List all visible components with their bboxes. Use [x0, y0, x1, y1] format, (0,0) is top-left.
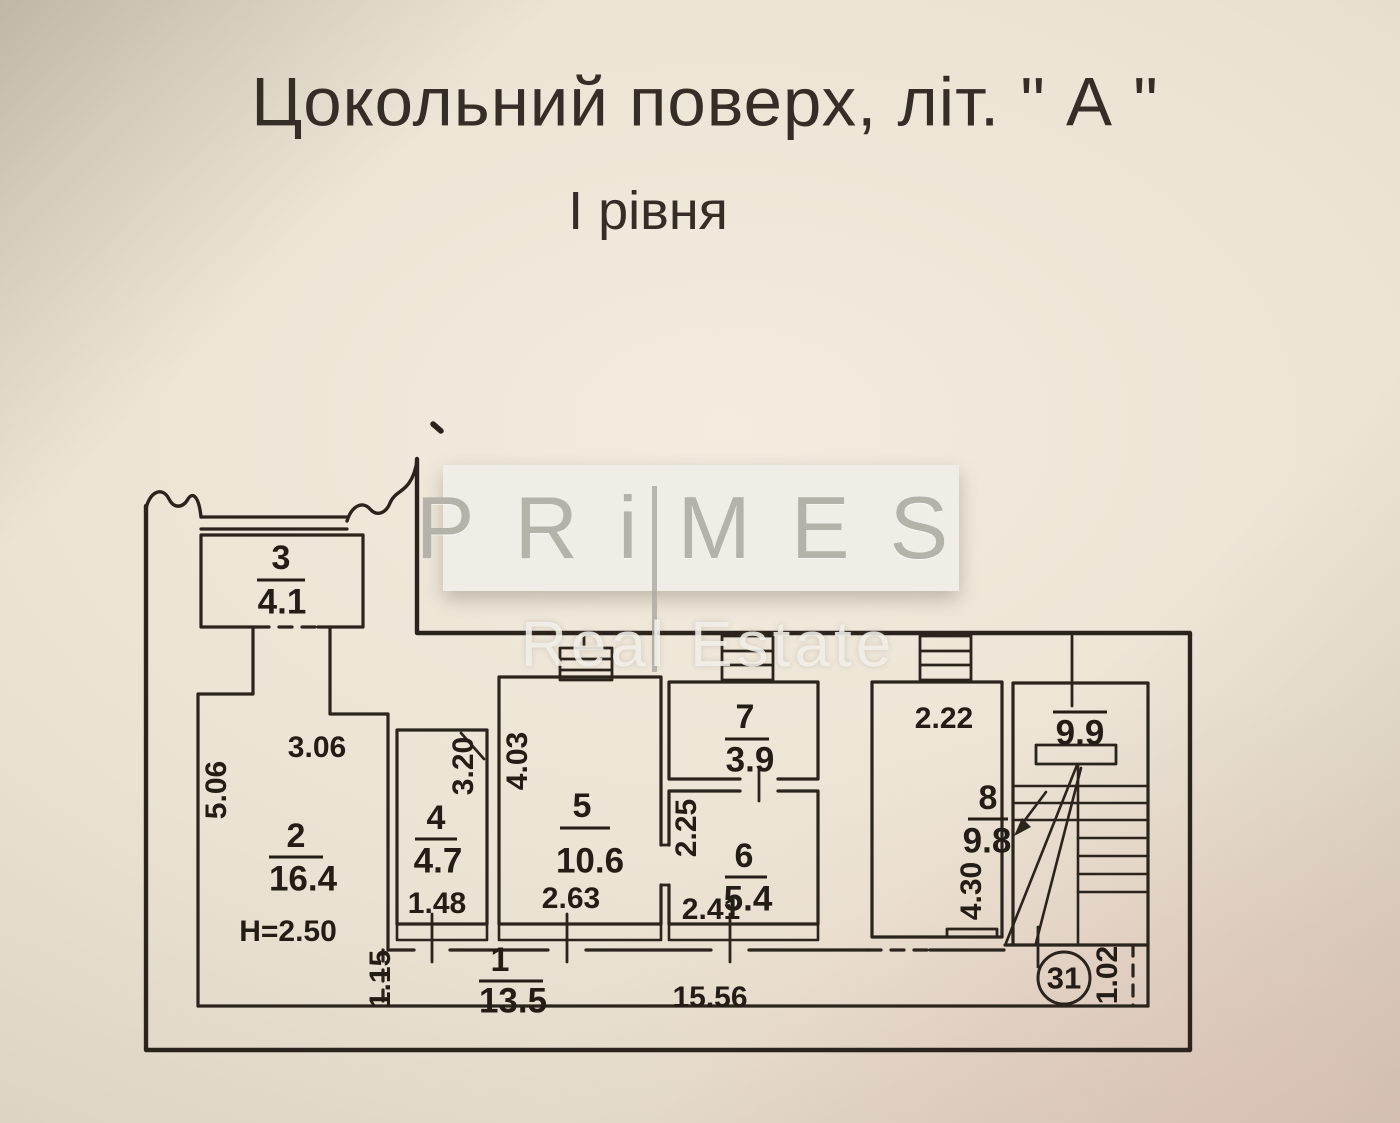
room-5-area: 10.6	[555, 841, 625, 881]
stair-enclosure	[1011, 681, 1150, 1008]
room-7-fraction-bar	[725, 737, 769, 741]
dim-stair-exit-width: 1.02	[1091, 945, 1124, 1005]
stair-direction-arrow	[1020, 790, 1048, 826]
wall-above-room3	[199, 515, 349, 531]
dim-room8-width: 2.22	[914, 702, 974, 735]
stair-landing	[1034, 743, 1118, 766]
room-6-area: 5.4	[723, 879, 773, 919]
corridor-number: 1	[490, 941, 510, 979]
room-3-area: 4.1	[257, 582, 307, 622]
corridor-fraction-bar	[479, 979, 543, 983]
vent-shaft-room7	[720, 634, 775, 682]
room-2-area: 16.4	[268, 859, 338, 899]
room-3-outline	[199, 533, 365, 629]
room-2-right-wall	[328, 625, 390, 952]
ceiling-height-note: H=2.50	[239, 915, 337, 948]
stair-treads-lower	[1076, 836, 1150, 894]
dim-room2-width: 3.06	[287, 731, 347, 764]
room-8-bottom-step	[945, 927, 999, 939]
room-8-area: 9.8	[962, 821, 1012, 861]
room-4-number: 4	[426, 799, 446, 837]
node-31-label: 31	[1046, 960, 1082, 996]
watermark-brand: PRiMES	[415, 478, 989, 577]
room-6-fraction-bar	[725, 875, 767, 879]
dim-room8-depth: 4.30	[955, 861, 988, 921]
vent-shaft-room8	[918, 634, 973, 682]
vent-shaft-room5	[558, 631, 614, 682]
room-5-fraction-bar	[560, 826, 610, 830]
room-5-number: 5	[572, 787, 592, 825]
room-8-outline	[870, 680, 1004, 939]
dim-corridor-length: 15.56	[672, 981, 748, 1014]
room-4-fraction-bar	[415, 837, 457, 841]
break-line-squiggle-right	[345, 458, 419, 523]
watermark-tagline: Real Estate	[520, 608, 896, 680]
dim-room6-depth: 2.25	[670, 798, 703, 858]
stair-treads-upper	[1011, 784, 1150, 822]
break-tick	[430, 421, 444, 434]
room-6-threshold	[667, 922, 820, 942]
room-7-area: 3.9	[725, 740, 775, 780]
dim-room5-width: 2.63	[541, 882, 601, 915]
dim-room4-width: 1.48	[407, 887, 467, 920]
stair-area-label: 9.9	[1055, 713, 1105, 753]
break-line-squiggle-left	[144, 490, 203, 519]
room-8-number: 8	[978, 779, 998, 817]
room-4-outline	[395, 728, 489, 926]
dim-room6-width: 2.41	[681, 893, 741, 926]
room-7-number: 7	[735, 698, 755, 736]
page-title: Цокольний поверх, літ. " А "	[251, 63, 1159, 141]
watermark-i-stem	[652, 486, 657, 672]
outer-wall	[143, 456, 1193, 1053]
room-3-fraction-bar	[257, 578, 305, 582]
door-ticks	[430, 912, 732, 964]
dim-room4-depth: 3.20	[447, 736, 480, 796]
dim-room2-depth: 5.06	[200, 760, 233, 820]
room-2-fraction-bar	[269, 855, 323, 859]
dim-room5-depth: 4.03	[501, 731, 534, 791]
room-6-outline	[667, 789, 820, 926]
page-subtitle: І рівня	[568, 181, 728, 241]
room-2-left-wall	[196, 625, 255, 1008]
stair-diagonals	[1004, 763, 1083, 945]
room-8-fraction-bar	[968, 817, 1008, 821]
watermark-box	[443, 465, 959, 591]
room-4-threshold	[395, 922, 489, 942]
room-2-number: 2	[286, 817, 306, 855]
stair-arrow-head	[1014, 818, 1031, 836]
room-6-number: 6	[734, 837, 754, 875]
room-4-area: 4.7	[413, 841, 463, 881]
room-3-number: 3	[271, 539, 291, 577]
room-5-threshold	[497, 922, 663, 942]
door-jambs-room5-room6	[659, 843, 671, 887]
stair-area-overbar	[1053, 710, 1107, 714]
node-31-circle	[1036, 950, 1092, 1006]
dim-corridor-width: 1.15	[364, 949, 397, 1009]
corridor-area: 13.5	[478, 981, 548, 1021]
room-7-outline	[667, 680, 820, 781]
room-4-door-swing	[459, 731, 486, 761]
